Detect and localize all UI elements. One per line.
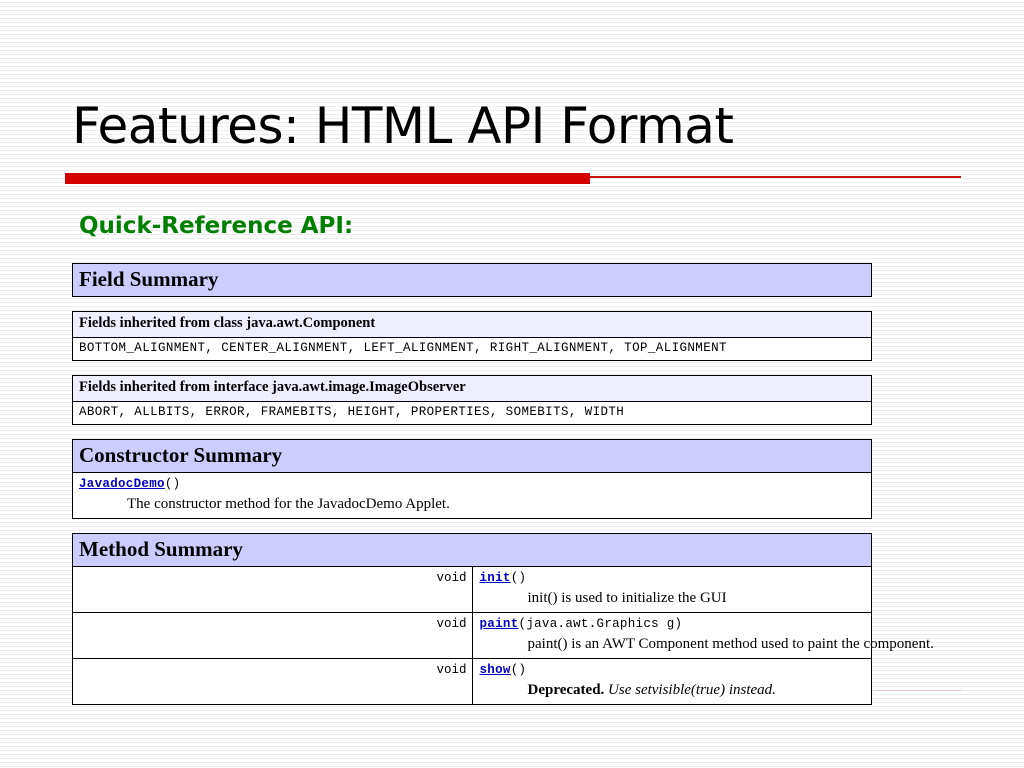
constructor-params: (): [164, 477, 181, 492]
method-row-show: show() Deprecated. Use setvisible(true) …: [471, 658, 872, 706]
method-link-init[interactable]: init: [479, 571, 511, 586]
spacer: [72, 425, 872, 439]
method-signature-paint: paint(java.awt.Graphics g): [480, 616, 866, 632]
method-description-show: Deprecated. Use setvisible(true) instead…: [528, 681, 866, 700]
deprecated-note: Use setvisible(true) instead.: [608, 681, 776, 698]
constructor-summary-table: Constructor Summary JavadocDemo() The co…: [72, 439, 872, 520]
constructor-row-javadocdemo: JavadocDemo() The constructor method for…: [72, 472, 872, 520]
table-row: void show() Deprecated. Use setvisible(t…: [72, 658, 872, 706]
constructor-signature: JavadocDemo(): [79, 476, 865, 492]
spacer: [72, 361, 872, 375]
page-title: Features: HTML API Format: [72, 97, 734, 155]
method-description-paint: paint() is an AWT Component method used …: [527, 635, 934, 652]
fields-inherited-component-members: BOTTOM_ALIGNMENT, CENTER_ALIGNMENT, LEFT…: [72, 336, 872, 362]
method-signature-init: init(): [480, 570, 866, 586]
table-row: Method Summary: [72, 533, 872, 568]
field-summary-banner: Field Summary: [72, 262, 872, 298]
method-params-init: (): [510, 571, 527, 586]
table-row: Fields inherited from interface java.awt…: [72, 375, 872, 402]
javadoc-pane: Field Summary Fields inherited from clas…: [72, 262, 934, 706]
constructor-summary-banner: Constructor Summary: [72, 439, 872, 474]
method-row-init: init() init() is used to initialize the …: [471, 566, 872, 614]
method-description-init: init() is used to initialize the GUI: [527, 589, 727, 606]
constructor-description: The constructor method for the JavadocDe…: [127, 495, 450, 512]
fields-inherited-imageobserver-heading: Fields inherited from interface java.awt…: [72, 375, 872, 402]
background-artifact-line: [874, 690, 962, 691]
deprecated-label: Deprecated.: [527, 681, 605, 698]
method-params-paint: (java.awt.Graphics g): [518, 617, 683, 632]
method-return-type-init: void: [72, 566, 473, 614]
method-link-show[interactable]: show: [479, 663, 511, 678]
table-row: Constructor Summary: [72, 439, 872, 474]
table-row: Fields inherited from class java.awt.Com…: [72, 311, 872, 338]
spacer: [72, 297, 872, 311]
fields-inherited-imageobserver-table: Fields inherited from interface java.awt…: [72, 375, 872, 426]
method-signature-show: show(): [480, 662, 866, 678]
table-row: void paint(java.awt.Graphics g) paint() …: [72, 612, 934, 660]
spacer: [72, 519, 872, 533]
method-summary-table: Method Summary void init() init() is use…: [72, 533, 934, 706]
method-params-show: (): [510, 663, 527, 678]
method-link-paint[interactable]: paint: [479, 617, 519, 632]
constructor-link-javadocdemo[interactable]: JavadocDemo: [79, 477, 165, 492]
section-subheading: Quick-Reference API:: [79, 213, 354, 239]
method-return-type-show: void: [72, 658, 473, 706]
fields-inherited-imageobserver-members: ABORT, ALLBITS, ERROR, FRAMEBITS, HEIGHT…: [72, 400, 872, 426]
table-row: ABORT, ALLBITS, ERROR, FRAMEBITS, HEIGHT…: [72, 400, 872, 426]
method-row-paint: paint(java.awt.Graphics g) paint() is an…: [471, 612, 934, 660]
title-rule-thick: [65, 173, 590, 184]
table-row: BOTTOM_ALIGNMENT, CENTER_ALIGNMENT, LEFT…: [72, 336, 872, 362]
table-row: Field Summary: [72, 262, 872, 298]
table-row: JavadocDemo() The constructor method for…: [72, 472, 872, 520]
method-summary-banner: Method Summary: [72, 533, 872, 568]
table-row: void init() init() is used to initialize…: [72, 566, 872, 614]
method-return-type-paint: void: [72, 612, 473, 660]
field-summary-table: Field Summary: [72, 262, 872, 298]
fields-inherited-component-table: Fields inherited from class java.awt.Com…: [72, 311, 872, 362]
fields-inherited-component-heading: Fields inherited from class java.awt.Com…: [72, 311, 872, 338]
